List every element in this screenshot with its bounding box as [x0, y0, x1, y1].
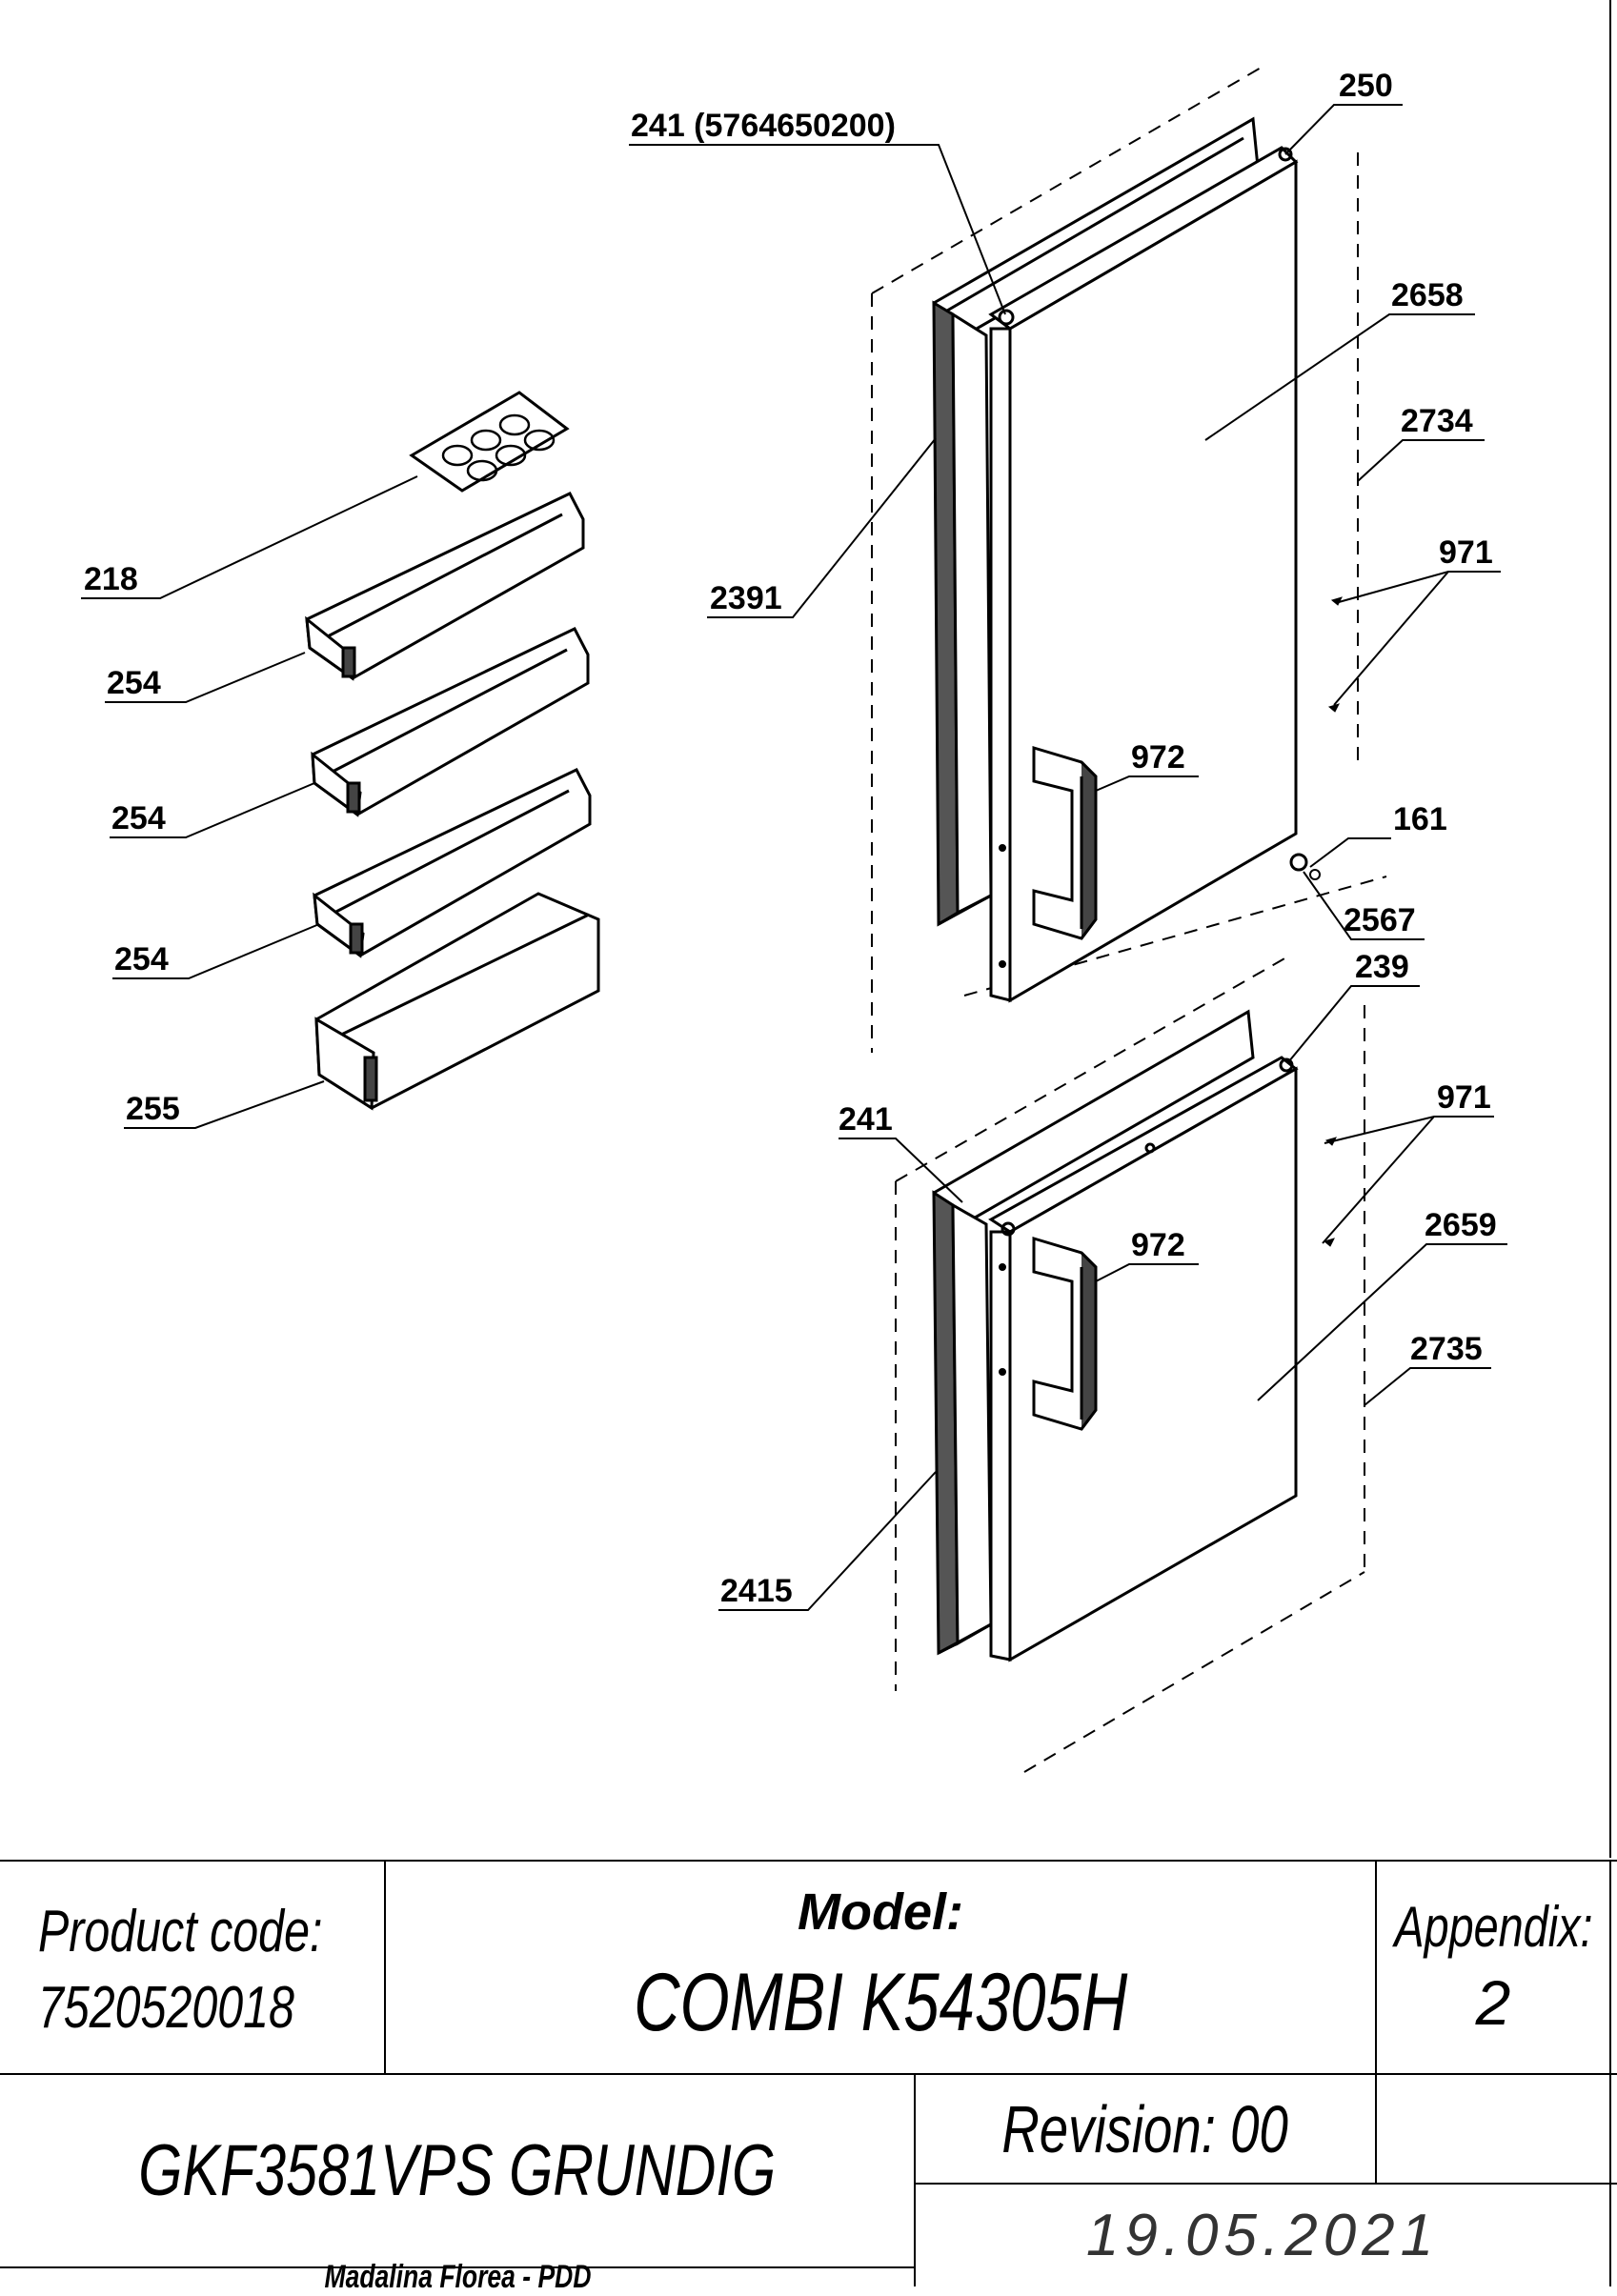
callout-241-a: 241 (5764650200)	[631, 108, 896, 144]
callout-2391: 2391	[710, 580, 782, 616]
model-label: Model:	[798, 1883, 963, 1941]
callout-2659: 2659	[1425, 1207, 1497, 1243]
callout-161: 161	[1393, 801, 1447, 837]
bottle-shelf	[314, 892, 600, 1111]
callout-2567: 2567	[1344, 902, 1416, 938]
door-shelf-2	[311, 627, 590, 817]
upper-door-assembly	[871, 66, 1387, 1053]
callout-972-a: 972	[1131, 739, 1185, 775]
date: 19.05.2021	[1085, 2202, 1440, 2268]
callout-2415: 2415	[720, 1573, 793, 1609]
callout-255: 255	[126, 1091, 180, 1127]
callout-250: 250	[1339, 68, 1393, 104]
callout-218: 218	[84, 561, 138, 597]
title-block: Product code: 7520520018 Model: COMBI K5…	[0, 1860, 1617, 2295]
door-shelf-1	[305, 492, 585, 681]
leader-lines	[81, 104, 1507, 1611]
exploded-parts-diagram: 241 (5764650200) 250 2658 2734 971 218 2…	[81, 0, 1611, 1858]
revision: Revision: 00	[1001, 2091, 1289, 2166]
callout-241-b: 241	[839, 1101, 893, 1138]
product-code-label: Product code:	[38, 1898, 323, 1964]
callout-972-b: 972	[1131, 1227, 1185, 1263]
egg-tray	[409, 391, 570, 493]
title-block-grid	[0, 1860, 1617, 2286]
hinge-pin-part	[1289, 853, 1308, 872]
callout-971-b: 971	[1437, 1079, 1491, 1116]
callout-labels: 241 (5764650200) 250 2658 2734 971 218 2…	[84, 68, 1497, 1609]
callout-254-b: 254	[111, 800, 166, 836]
callout-239: 239	[1355, 949, 1409, 985]
appendix-value: 2	[1475, 1967, 1511, 2038]
appendix-label: Appendix:	[1393, 1894, 1593, 1959]
model-value: COMBI K54305H	[633, 1956, 1128, 2048]
callout-254-c: 254	[114, 941, 169, 977]
lower-door-handle	[1032, 1236, 1098, 1431]
product-name: GKF3581VPS GRUNDIG	[138, 2130, 777, 2211]
lower-door-panel	[988, 1056, 1299, 1662]
callout-2734: 2734	[1401, 403, 1473, 439]
screw-part	[1327, 703, 1340, 713]
product-code-value: 7520520018	[38, 1974, 294, 2041]
callout-254-a: 254	[107, 665, 161, 701]
screw-part	[1323, 1238, 1335, 1247]
callout-2735: 2735	[1410, 1331, 1483, 1367]
callout-971-a: 971	[1439, 534, 1493, 571]
lower-door-assembly	[895, 957, 1365, 1773]
upper-door-handle	[1032, 745, 1098, 940]
author: Madalina Florea - PDD	[324, 2258, 591, 2295]
callout-2658: 2658	[1391, 277, 1464, 313]
